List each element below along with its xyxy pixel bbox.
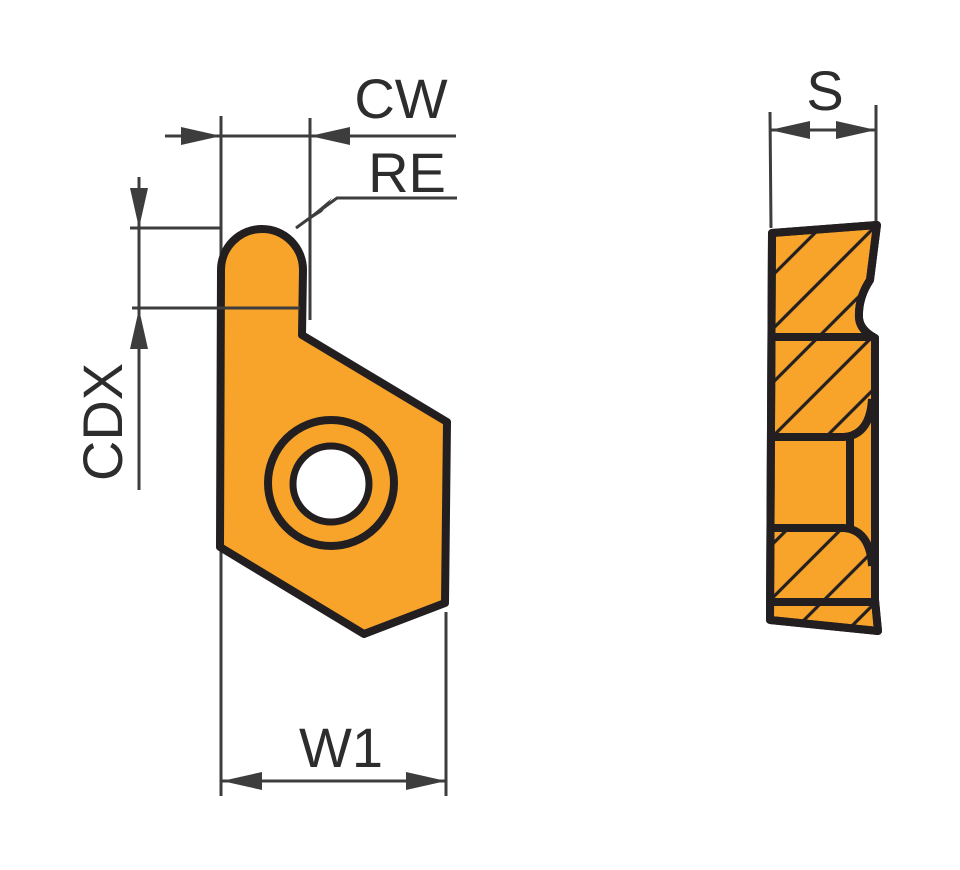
cw-arrowhead-right (310, 127, 350, 145)
cdx-arrowhead-down (130, 188, 148, 228)
w1-label: W1 (299, 716, 383, 779)
hatch-region-base-strip (770, 602, 878, 631)
hatch-region-lower (772, 528, 874, 602)
s-label: S (806, 59, 843, 122)
hole-inner-circle (289, 442, 373, 526)
hole-outer-circle (264, 416, 398, 550)
cw-label: CW (354, 67, 447, 130)
s-arrowhead-right (836, 121, 876, 139)
cw-arrowhead-left (181, 127, 221, 145)
re-arrowhead (295, 198, 332, 229)
w1-arrowhead-right (406, 772, 446, 790)
s-arrowhead-left (770, 121, 810, 139)
re-label: RE (368, 141, 446, 204)
hatch-region-head (772, 225, 877, 338)
hatch-region-upper (772, 337, 874, 437)
cdx-label: CDX (71, 363, 134, 481)
dimension-cdx: CDX (71, 177, 148, 490)
side-view: S (766, 59, 882, 635)
cdx-arrowhead-up (130, 309, 148, 349)
dimension-w1: W1 (222, 716, 446, 790)
w1-arrowhead-left (222, 772, 262, 790)
dimension-re: RE (295, 141, 457, 230)
dimension-cw: CW (165, 67, 456, 145)
dimension-s: S (770, 59, 876, 139)
side-view-outline-stroke (766, 221, 882, 635)
front-view: CW RE CDX W1 (71, 67, 457, 796)
front-view-outline (216, 225, 451, 638)
